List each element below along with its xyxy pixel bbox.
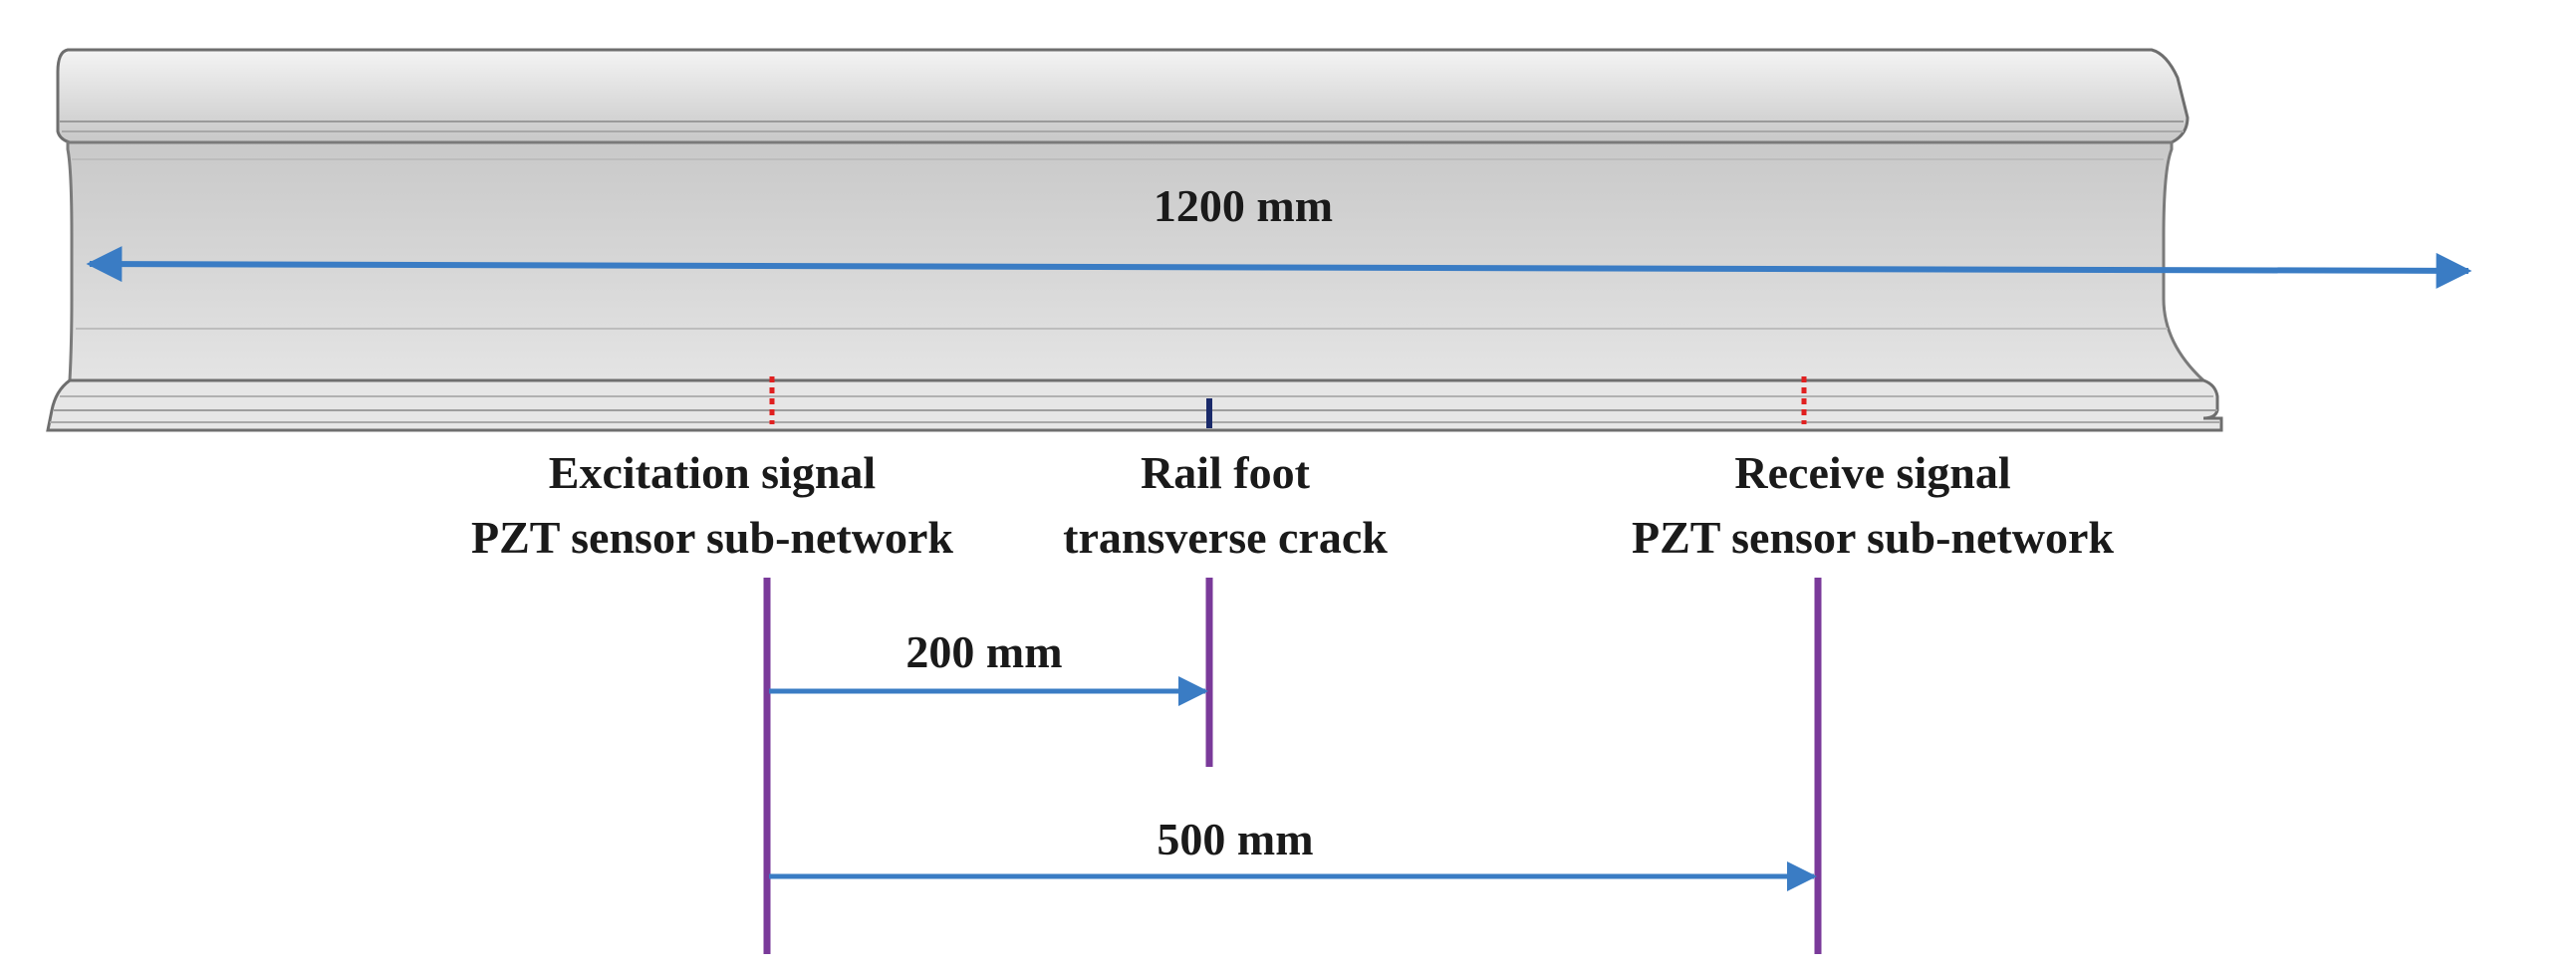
rail-web [66,140,2207,382]
excitation-label-line2: PZT sensor sub-network [471,512,953,563]
distance-500-label: 500 mm [1157,814,1313,864]
crack-label-line2: transverse crack [1063,512,1388,563]
rail-foot [46,378,2223,432]
receive-label-line2: PZT sensor sub-network [1632,512,2114,563]
rail-head [56,48,2190,144]
rail-length-arrow [86,246,2472,289]
rail-length-label: 1200 mm [1154,180,1333,231]
distance-200-label: 200 mm [905,626,1062,677]
crack-label-line1: Rail foot [1141,447,1311,498]
excitation-label-line1: Excitation signal [549,447,876,498]
receive-label-line1: Receive signal [1734,447,2010,498]
rail-body [46,48,2223,432]
